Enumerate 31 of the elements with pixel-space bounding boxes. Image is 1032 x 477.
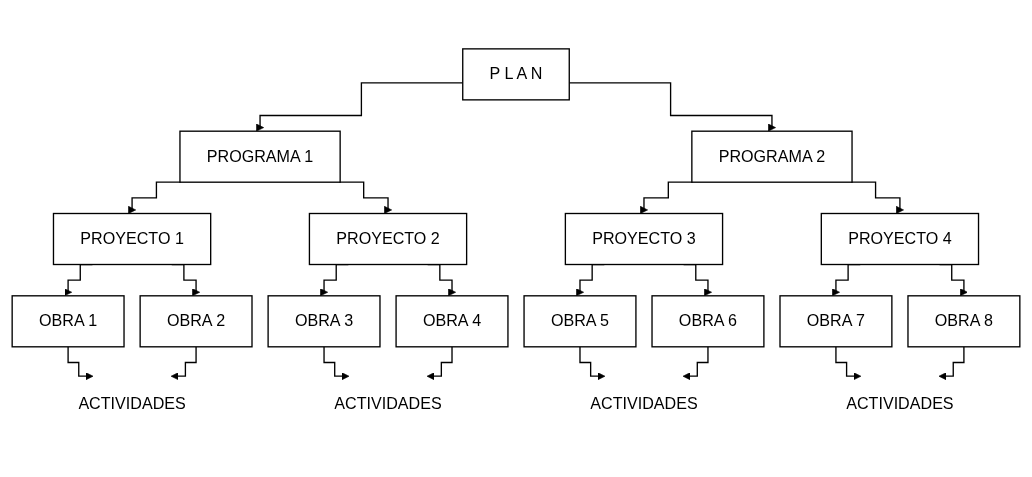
node-box: PROYECTO 4	[820, 212, 980, 265]
arrow	[938, 345, 965, 380]
node-box: OBRA 8	[907, 294, 1021, 347]
node-box: OBRA 5	[523, 294, 637, 347]
arrow	[579, 345, 606, 380]
node-box: PROGRAMA 1	[179, 130, 341, 183]
arrow	[426, 345, 453, 380]
node-box: OBRA 7	[779, 294, 893, 347]
arrow	[640, 181, 694, 214]
node-text: ACTIVIDADES	[78, 393, 186, 412]
arrow	[850, 181, 904, 214]
node-box: P L A N	[462, 47, 570, 101]
node-box: OBRA 1	[11, 294, 125, 347]
node-box: OBRA 4	[395, 294, 509, 347]
node-text: ACTIVIDADES	[590, 393, 698, 412]
arrow	[835, 345, 862, 380]
node-box: OBRA 6	[651, 294, 765, 347]
node-box: OBRA 2	[139, 294, 253, 347]
node-box: PROYECTO 2	[308, 212, 468, 265]
arrow	[170, 345, 197, 380]
arrow	[682, 345, 709, 380]
node-text: ACTIVIDADES	[846, 393, 954, 412]
node-box: PROGRAMA 2	[691, 130, 853, 183]
arrow	[128, 181, 182, 214]
node-box: PROYECTO 3	[564, 212, 724, 265]
arrow	[338, 181, 392, 214]
node-box: PROYECTO 1	[52, 212, 212, 265]
arrow	[67, 345, 94, 380]
node-text: ACTIVIDADES	[334, 393, 442, 412]
node-box: OBRA 3	[267, 294, 381, 347]
arrow	[323, 345, 350, 380]
